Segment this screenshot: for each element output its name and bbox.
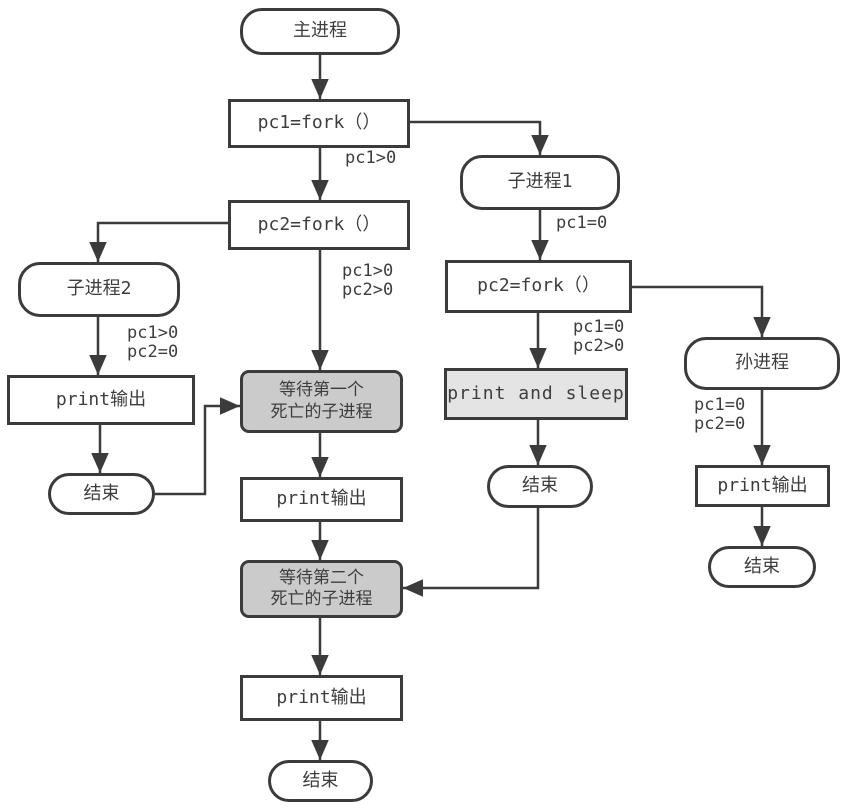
edge-label-pc1-gt0-pc2-eq0: pc1>0 pc2=0 [127, 323, 179, 362]
node-end-left: 结束 [48, 473, 155, 515]
edge-label-pc1-gt0-pc2-gt0: pc1>0 pc2>0 [342, 261, 394, 300]
node-child-process-1: 子进程1 [460, 155, 620, 210]
edge-end-left-to-wait-first [155, 397, 240, 496]
node-end-bottom: 结束 [268, 760, 373, 802]
node-wait-first-dead-child: 等待第一个 死亡的子进程 [240, 370, 403, 433]
node-child-process-2: 子进程2 [18, 262, 180, 317]
node-grandchild-process: 孙进程 [684, 337, 840, 390]
edge-label-pc1-eq0: pc1=0 [556, 213, 608, 233]
node-fork1: pc1=fork（） [228, 99, 410, 148]
node-print-output-bottom: print输出 [240, 675, 403, 721]
node-fork2-left: pc2=fork（） [228, 200, 410, 250]
edge-fork2-right-to-grandchild [632, 285, 771, 337]
node-wait-second-dead-child: 等待第二个 死亡的子进程 [240, 560, 403, 618]
edge-fork1-to-child1 [410, 120, 549, 155]
node-print-and-sleep: print and sleep [444, 368, 628, 420]
edge-label-pc1-eq0-pc2-gt0: pc1=0 pc2>0 [573, 317, 625, 356]
node-print-output-right: print输出 [695, 465, 830, 507]
node-fork2-right: pc2=fork（） [445, 260, 632, 313]
edge-label-pc1-eq0-pc2-eq0: pc1=0 pc2=0 [694, 395, 746, 434]
edge-fork2-left-to-child2 [89, 221, 228, 262]
node-main-process: 主进程 [240, 8, 400, 55]
node-print-output-left: print输出 [7, 375, 195, 425]
node-print-output-mid: print输出 [240, 477, 403, 522]
node-end-mid-right: 结束 [487, 465, 593, 508]
edge-label-pc1-gt0: pc1>0 [345, 148, 397, 168]
edge-end-mid-right-to-wait-second [403, 508, 540, 597]
node-end-right: 结束 [708, 546, 816, 588]
